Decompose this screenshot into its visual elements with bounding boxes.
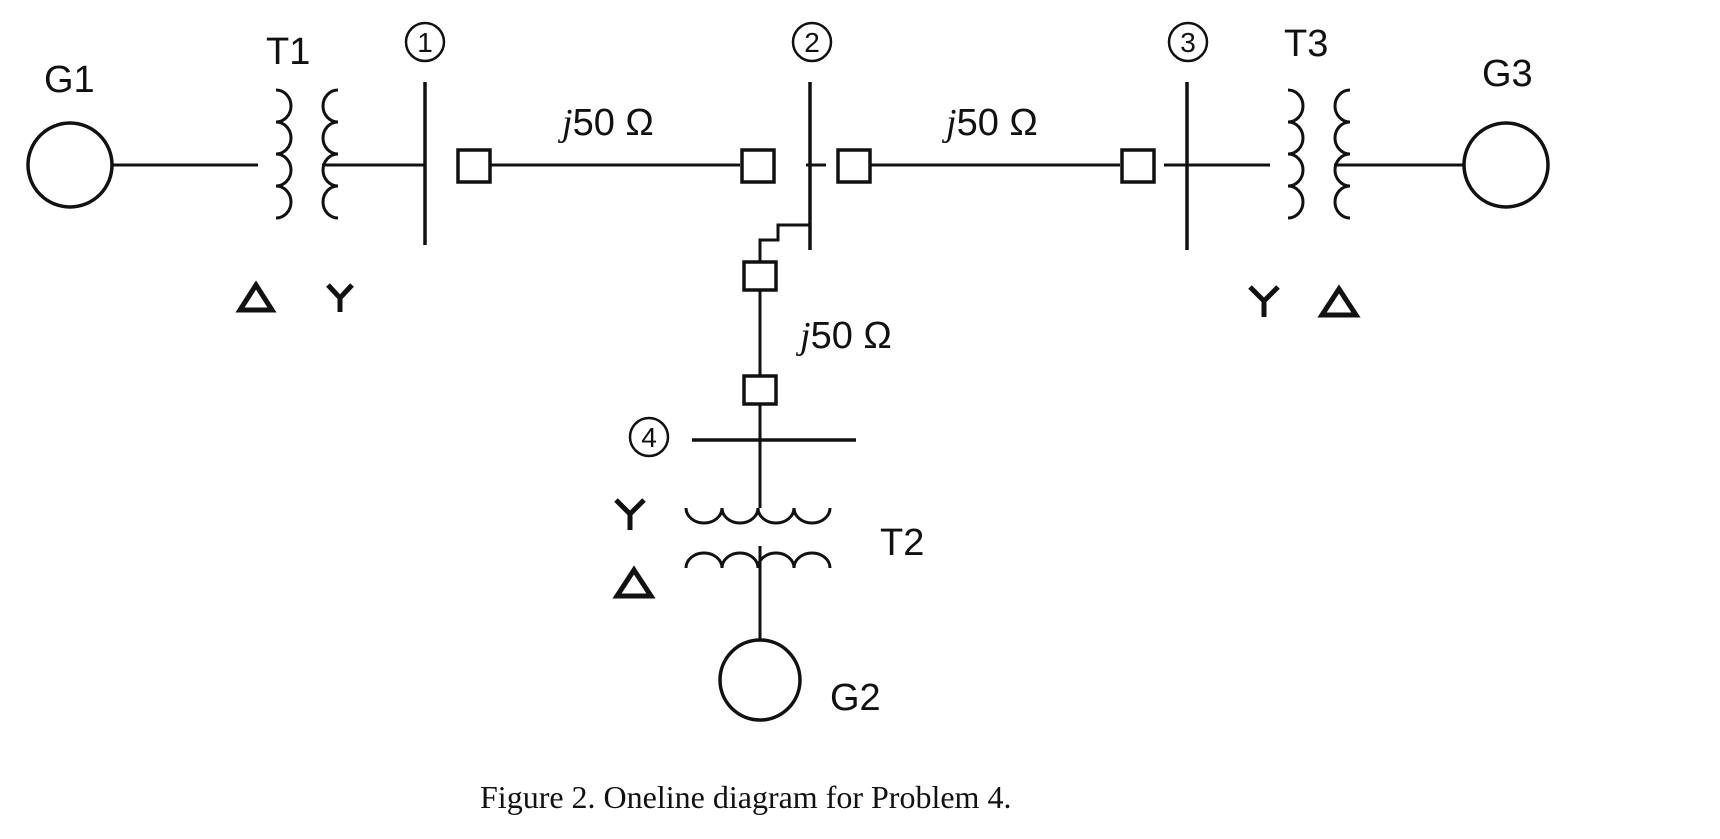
bus-3-number: 3 [1180, 27, 1196, 58]
t2-label: T2 [880, 522, 924, 564]
t3-primary-wye-symbol [1248, 285, 1280, 317]
g1-label: G1 [44, 59, 95, 101]
g2-label: G2 [830, 677, 881, 719]
t2-primary-wye-symbol [614, 498, 646, 530]
line-1-2-impedance-j: j [557, 102, 573, 144]
t1-primary-delta-symbol [235, 280, 277, 313]
line-1-2-impedance-value: 50 Ω [573, 102, 654, 144]
wire-bus2-tap [758, 223, 810, 262]
figure-caption: Figure 2. Oneline diagram for Problem 4. [480, 779, 1011, 815]
breaker-2-4-at-bus2 [742, 260, 778, 292]
transformer-t2: T2 [612, 498, 924, 599]
breaker-1-2-at-bus1 [456, 148, 492, 184]
t2-secondary-winding [684, 551, 832, 569]
bus-3-marker: 3 [1167, 21, 1209, 63]
line-2-3-impedance: j50 Ω [941, 102, 1038, 144]
line-2-4-impedance-j: j [795, 315, 811, 357]
generator-g1 [26, 121, 114, 209]
t1-secondary-winding [321, 88, 339, 220]
line-2-4-impedance-value: 50 Ω [811, 315, 892, 357]
transformer-t3: T3 [1248, 23, 1361, 318]
generator-g2 [718, 638, 802, 722]
transformer-t1: T1 [235, 31, 354, 313]
t2-primary-winding [684, 507, 832, 525]
breaker-2-3-at-bus2 [836, 148, 872, 184]
bus-2-marker: 2 [791, 21, 833, 63]
line-1-2-impedance: j50 Ω [557, 102, 654, 144]
t3-primary-winding [1287, 88, 1305, 220]
t3-secondary-winding [1333, 88, 1351, 220]
bus-4-number: 4 [641, 422, 657, 453]
generator-g3 [1462, 121, 1550, 209]
bus-2-number: 2 [804, 27, 820, 58]
bus-1-marker: 1 [404, 21, 446, 63]
t2-secondary-delta-symbol [612, 565, 656, 599]
breaker-1-2-at-bus2 [740, 148, 776, 184]
t1-secondary-wye-symbol [326, 283, 354, 312]
bus-1-number: 1 [417, 27, 433, 58]
line-2-3-impedance-j: j [941, 102, 957, 144]
g3-label: G3 [1482, 53, 1533, 95]
t3-secondary-delta-symbol [1317, 284, 1361, 318]
t3-label: T3 [1284, 23, 1328, 65]
breaker-2-4-at-bus4 [742, 374, 778, 406]
t1-label: T1 [266, 31, 310, 73]
line-2-4-impedance: j50 Ω [795, 315, 892, 357]
t1-primary-winding [275, 88, 293, 220]
wires [112, 163, 1464, 640]
bus-4-marker: 4 [628, 416, 670, 458]
breaker-2-3-at-bus3 [1120, 148, 1156, 184]
line-2-3-impedance-value: 50 Ω [957, 102, 1038, 144]
